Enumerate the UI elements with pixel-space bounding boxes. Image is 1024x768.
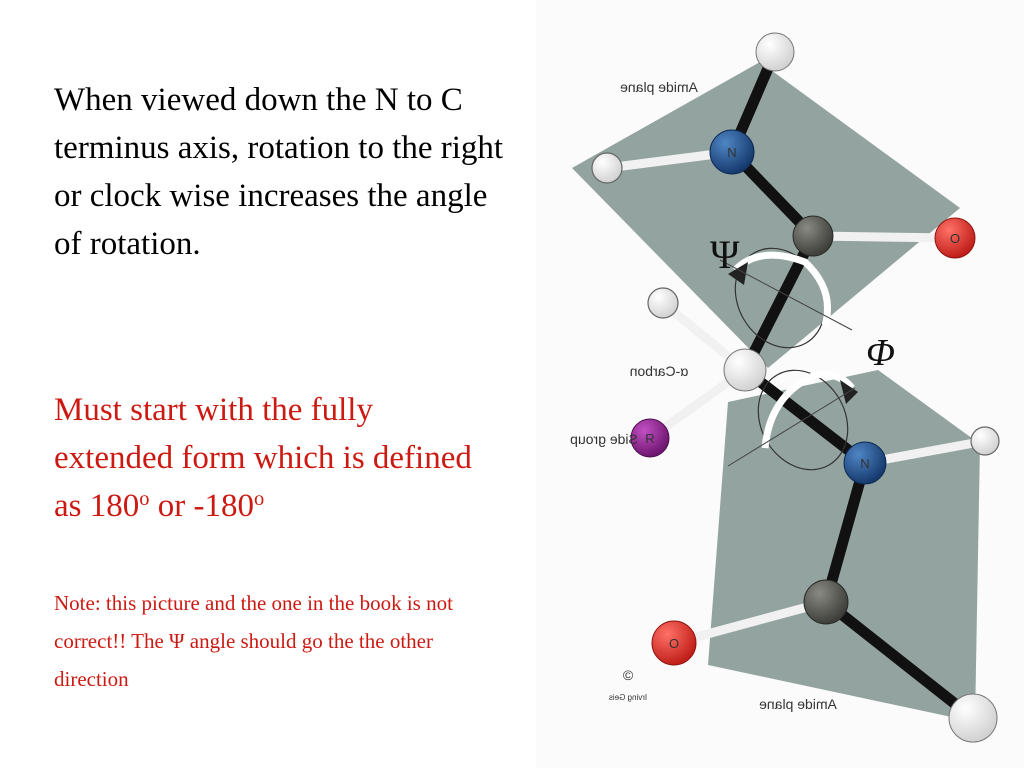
extended-form-text: Must start with the fully extended form …	[54, 392, 472, 524]
carbonyl-carbon-bottom-atom	[803, 579, 849, 625]
phi-axis-line	[727, 387, 856, 467]
amide-plane-top	[572, 62, 960, 368]
negative-angle-text: or -180	[149, 488, 254, 524]
copyright-symbol: ©	[623, 667, 634, 683]
psi-arrow-band	[732, 251, 831, 326]
phi-symbol: Φ	[866, 332, 895, 374]
description-paragraph: When viewed down the N to C terminus axi…	[54, 82, 504, 262]
oxygen-bottom-label: O	[669, 636, 679, 651]
nitrogen-top-atom	[709, 129, 755, 175]
oxygen-top-atom	[934, 217, 976, 259]
hydrogen-top-atom	[591, 152, 623, 184]
amide-plane-bottom-label: Amide plane	[759, 696, 837, 712]
degree-superscript-2: o	[253, 487, 265, 510]
peptide-torsion-figure: N O R N O Amide plane α-Carbon Side grou…	[570, 32, 1000, 743]
amide-plane-top-label: Amide plane	[620, 79, 698, 95]
nitrogen-bottom-label: N	[860, 456, 869, 471]
note-paragraph: Note: this picture and the one in the bo…	[54, 591, 453, 691]
hydrogen-alpha-atom	[647, 287, 679, 319]
carbon-alpha-bottom-atom	[948, 693, 998, 743]
carbonyl-carbon-top-atom	[792, 215, 834, 257]
alpha-carbon-atom	[723, 348, 767, 392]
nitrogen-bottom-atom	[843, 441, 887, 485]
phi-arrow-band	[761, 371, 855, 449]
artist-signature: Irving Geis	[609, 693, 647, 702]
nitrogen-top-label: N	[727, 145, 736, 160]
alpha-carbon-label: α-Carbon	[630, 363, 689, 379]
hydrogen-bottom-atom	[970, 426, 1000, 456]
oxygen-top-label: O	[950, 231, 960, 246]
psi-symbol: Ψ	[710, 232, 740, 277]
extended-form-paragraph: Must start with the fully extended form …	[54, 386, 494, 530]
psi-axis-line	[719, 259, 853, 331]
oxygen-bottom-atom	[651, 620, 697, 666]
degree-superscript: o	[139, 487, 150, 510]
side-group-letter: R	[645, 431, 654, 446]
side-group-atom	[630, 418, 670, 458]
side-group-label: Side group	[570, 431, 638, 447]
carbon-alpha-top-atom	[755, 32, 795, 72]
psi-arrowhead	[728, 262, 748, 285]
